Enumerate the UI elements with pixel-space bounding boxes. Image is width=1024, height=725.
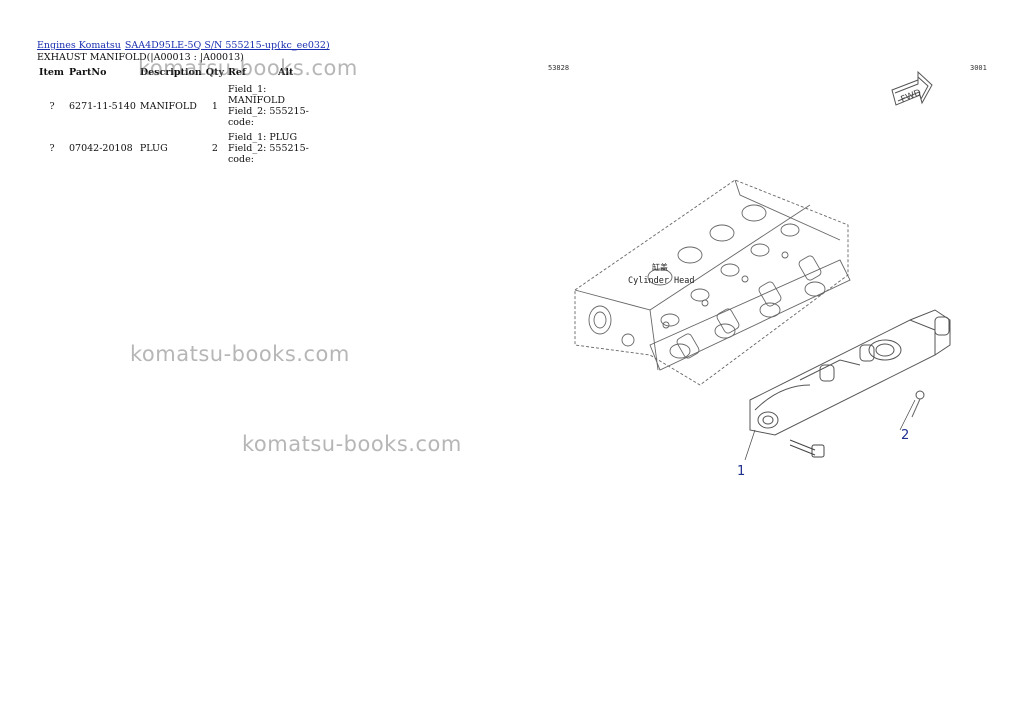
cylinder-head-label: Cylinder Head — [628, 276, 695, 286]
exhaust-manifold-diagram: 53828 3001 FWD 缸盖 Cylinder Head — [548, 64, 987, 479]
col-header-qty: Qty — [205, 67, 224, 78]
page-title: EXHAUST MANIFOLD(|A00013 : |A00013) — [37, 52, 244, 63]
watermark-text: komatsu-books.com — [242, 432, 462, 456]
cell-partno: 07042-20108 — [69, 143, 133, 154]
col-header-description: Description — [139, 67, 202, 78]
gasket-drawing — [649, 259, 851, 371]
breadcrumb-link-engines[interactable]: Engines Komatsu — [37, 40, 121, 51]
breadcrumb-link-model[interactable]: SAA4D95LE-5Q S/N 555215-up(kc_ee032) — [124, 40, 330, 51]
watermark-text: komatsu-books.com — [138, 56, 358, 80]
cell-qty: 1 — [211, 100, 218, 112]
col-header-partno: PartNo — [69, 67, 107, 78]
parts-table: Item PartNo Description Qty Ref Alt ? 62… — [37, 66, 320, 167]
callout-lines — [744, 399, 916, 461]
callout-1: 1 — [737, 464, 745, 479]
bolt-drawing — [789, 439, 825, 458]
exhaust-manifold-drawing — [749, 309, 951, 436]
table-row: ? 07042-20108 PLUG 2 Field_1: PLUG Field… — [37, 130, 320, 167]
diagram-code-right: 3001 — [970, 64, 987, 72]
cylinder-head-label-jp: 缸盖 — [652, 262, 668, 272]
cylinder-head-drawing — [574, 179, 849, 386]
table-row: ? 6271-11-5140 MANIFOLD 1 Field_1: MANIF… — [37, 82, 320, 130]
note-line: Field_2: 555215- — [227, 143, 309, 154]
cell-item: ? — [49, 100, 55, 112]
table-header-row: Item PartNo Description Qty Ref Alt — [37, 66, 320, 82]
cell-ref-notes: Field_1: MANIFOLD Field_2: 555215- code: — [226, 82, 320, 130]
cell-description: PLUG — [139, 143, 168, 154]
cell-partno: 6271-11-5140 — [69, 100, 136, 112]
watermark-text: komatsu-books.com — [130, 342, 350, 366]
note-line: Field_1: PLUG — [227, 132, 298, 143]
diagram-code-left: 53828 — [548, 64, 569, 72]
col-header-alt: Alt — [277, 67, 294, 78]
fwd-arrow-icon: FWD — [891, 70, 933, 106]
note-line: code: — [227, 154, 254, 165]
note-line: code: — [227, 117, 254, 128]
cell-description: MANIFOLD — [139, 100, 197, 112]
callout-2: 2 — [901, 428, 909, 443]
col-header-item: Item — [39, 67, 64, 78]
fwd-label: FWD — [900, 88, 923, 105]
cell-ref-notes: Field_1: PLUG Field_2: 555215- code: — [226, 130, 320, 167]
note-line: Field_1: MANIFOLD — [227, 84, 285, 106]
cell-qty: 2 — [211, 143, 218, 154]
cell-item: ? — [49, 143, 55, 154]
note-line: Field_2: 555215- — [227, 106, 309, 117]
col-header-ref: Ref — [227, 67, 247, 78]
